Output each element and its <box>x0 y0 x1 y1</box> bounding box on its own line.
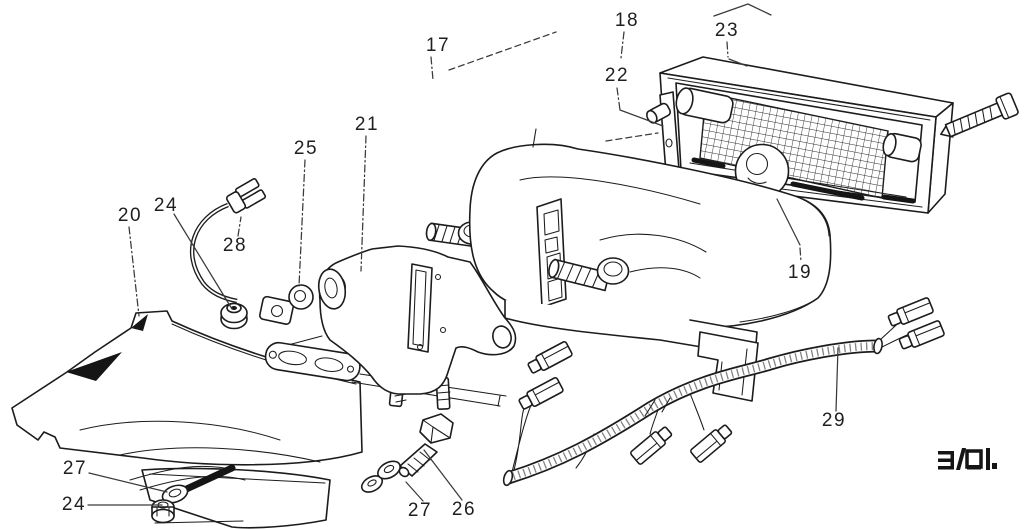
leader-19-4 <box>799 247 802 263</box>
leader-21-5 <box>360 135 367 272</box>
leader-23-3 <box>728 58 748 67</box>
leader-17-0 <box>430 56 434 81</box>
leader-28-9 <box>237 216 242 237</box>
leader-18-1 <box>620 31 625 59</box>
harness-connector <box>629 423 675 466</box>
harness-connector <box>689 421 735 464</box>
bulb-holder-right <box>882 132 922 163</box>
callout-label-26-13: 26 <box>451 499 477 520</box>
callout-label-27-12: 27 <box>407 500 433 521</box>
leader-27-12 <box>405 481 424 502</box>
ring-washer-25 <box>288 284 314 310</box>
leader-17-0 <box>448 31 557 71</box>
leader-24-7 <box>173 213 233 310</box>
grommet-ring <box>317 268 347 310</box>
leader-23-3 <box>713 3 772 17</box>
callout-label-27-10: 27 <box>62 458 88 479</box>
leader-lines <box>87 3 839 506</box>
leader-25-6 <box>298 159 306 287</box>
callout-label-21-5: 21 <box>354 114 380 135</box>
callout-label-22-2: 22 <box>604 65 630 86</box>
callout-label-17-0: 17 <box>425 35 451 56</box>
callout-label-18-1: 18 <box>614 10 640 31</box>
brand-logo <box>938 448 997 470</box>
leader-22-2 <box>619 109 664 127</box>
wiring-harness <box>502 296 946 487</box>
wire-spade-terminals <box>225 178 267 214</box>
harness-connector <box>886 296 935 330</box>
callout-label-29-14: 29 <box>821 410 847 431</box>
mounting-screw <box>940 92 1019 138</box>
gasket-plate <box>264 341 507 407</box>
leader-27-10 <box>88 472 168 493</box>
callout-label-19-4: 19 <box>787 262 813 283</box>
screw-washer-nut-assembly <box>129 464 246 524</box>
lamp-body <box>425 128 832 402</box>
callout-label-20-8: 20 <box>117 205 143 226</box>
leader-23-3 <box>726 41 729 58</box>
bulb-holder-left <box>675 87 734 124</box>
callout-label-24-11: 24 <box>61 494 87 515</box>
bolt-and-washers <box>360 413 454 493</box>
harness-connector <box>516 376 565 413</box>
leader-26-13 <box>423 449 463 501</box>
callout-label-23-3: 23 <box>714 20 740 41</box>
callout-label-25-6: 25 <box>293 138 319 159</box>
callout-label-28-9: 28 <box>222 235 248 256</box>
callout-label-24-7: 24 <box>153 195 179 216</box>
wire-ring-terminal <box>259 295 295 325</box>
cover-panel <box>11 310 363 529</box>
leader-19-4 <box>776 198 801 246</box>
leader-29-14 <box>835 347 839 412</box>
flanged-nut-24 <box>220 302 248 330</box>
harness-connector <box>897 319 946 353</box>
leader-22-2 <box>616 87 621 111</box>
leader-18-1 <box>605 132 659 142</box>
flat-washer-27 <box>377 460 401 480</box>
terminal-strip <box>536 198 567 308</box>
leader-20-8 <box>128 226 140 317</box>
hex-nut-24 <box>151 499 175 524</box>
harness-connector <box>525 340 574 377</box>
hex-bolt-26 <box>398 413 454 478</box>
